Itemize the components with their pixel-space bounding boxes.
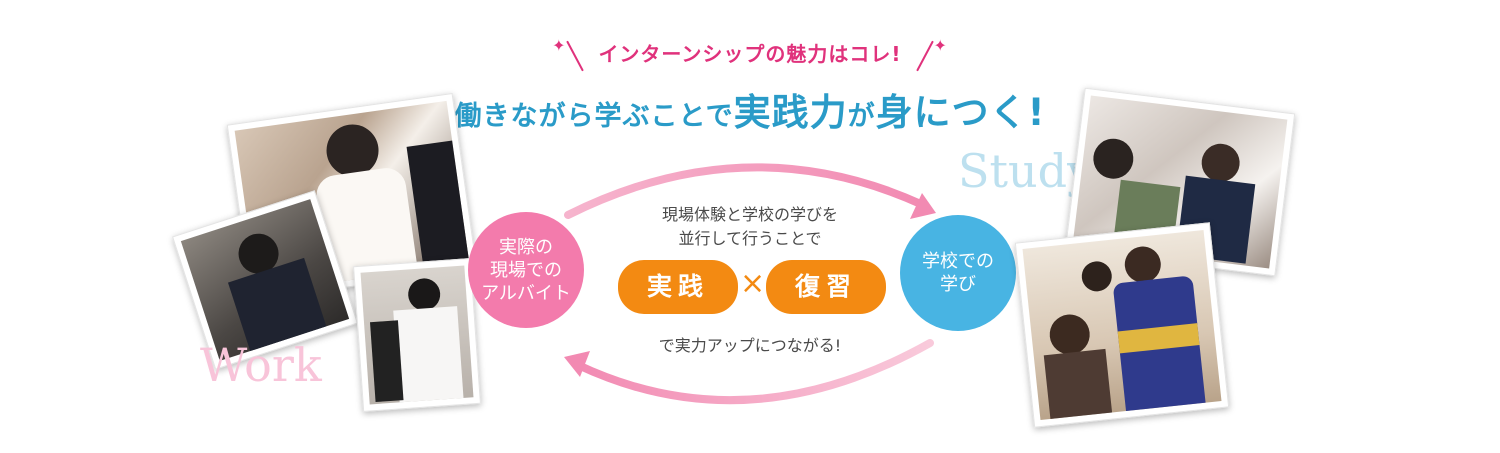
cycle-arrows [564,163,936,405]
work-circle-line2: 現場での [490,259,562,281]
sparkle-icon: ✦ [933,36,948,55]
pill-review: 復習 [766,260,886,314]
arrow-top-head [910,193,936,219]
headline-emphasis: 実践力 [733,91,848,134]
headline-pre: 働きながら学ぶことで [454,101,734,132]
arrow-top [564,163,927,219]
arrow-bottom-head [564,351,590,377]
center-bottom: で実力アップにつながる! [658,336,842,355]
arrow-bottom [574,339,934,405]
photo-study-kimono [1014,222,1230,428]
tagline: ✦ インターンシップの魅力はコレ! ✦ [0,36,1500,73]
tagline-slash-right [915,40,934,71]
study-label: Study [958,144,1094,198]
pill-practice: 実践 [618,260,738,314]
study-circle-line2: 学び [940,274,976,295]
work-circle-line1: 実際の [499,236,553,258]
center-line1: 現場体験と学校の学びを [661,205,838,224]
headline-mid: が [847,101,876,132]
photo-work-staff [353,258,481,412]
sparkle-icon: ✦ [552,36,567,55]
work-label: Work [200,338,322,392]
tagline-slash-left [566,40,585,71]
study-circle: 学校での 学び [900,215,1016,331]
tagline-text: インターンシップの魅力はコレ! [598,42,902,66]
headline: 働きながら学ぶことで実践力が身につく! [0,82,1500,136]
headline-emphasis-2: 身につく [875,91,1028,134]
work-circle: 実際の 現場での アルバイト [468,212,584,328]
center-line2: 並行して行うことで [678,229,822,248]
center-description: 現場体験と学校の学びを 並行して行うことで [598,203,902,251]
study-circle-line1: 学校での [922,251,994,272]
times-icon: × [740,266,766,301]
headline-exclaim: ! [1027,91,1046,134]
work-circle-line3: アルバイト [481,282,571,304]
